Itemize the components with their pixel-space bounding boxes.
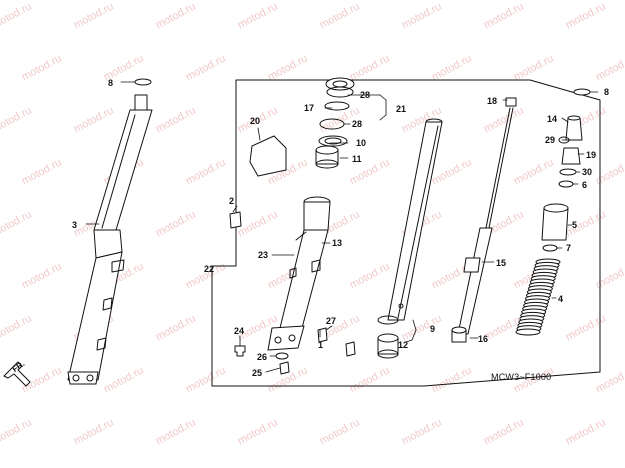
adjuster-icon	[565, 117, 583, 141]
fork-pipe-icon	[387, 118, 443, 321]
dust-guard-icon	[249, 135, 287, 177]
fork-spring-icon	[515, 258, 561, 336]
lock-nut-icon	[505, 97, 517, 107]
callout-13: 13	[332, 238, 342, 248]
callout-24: 24	[234, 326, 244, 336]
callout-23: 23	[258, 250, 268, 260]
spring-coil	[515, 328, 541, 336]
callout-26: 26	[257, 352, 267, 362]
stopper-ring-icon	[324, 101, 350, 111]
callout-17: 17	[304, 103, 314, 113]
callout-20: 20	[250, 116, 260, 126]
fork-bolt-icon	[561, 147, 581, 165]
callout-11: 11	[352, 154, 362, 164]
callout-4: 4	[558, 294, 563, 304]
callout-15: 15	[496, 258, 506, 268]
oil-seal-small-icon-left	[134, 78, 152, 86]
spring-collar-icon	[541, 207, 569, 241]
front-arrow-icon	[3, 361, 31, 387]
callout-18: 18	[487, 96, 497, 106]
callout-16: 16	[478, 334, 488, 344]
oil-seal-small-icon-right	[573, 88, 591, 96]
spring-seat-icon	[558, 180, 574, 188]
callout-21: 21	[396, 104, 406, 114]
callout-27: 27	[326, 316, 336, 326]
bottom-case-icon	[267, 196, 331, 351]
fork-assembly-left-icon	[67, 94, 153, 385]
callout-2: 2	[229, 196, 234, 206]
callout-5: 5	[572, 220, 577, 230]
callout-28b: 28	[352, 119, 362, 129]
damper-rod-icon	[457, 107, 514, 335]
callout-28: 28	[360, 90, 370, 100]
callout-8-right: 8	[604, 87, 609, 97]
drain-bolt-icon	[279, 361, 290, 375]
callout-3: 3	[72, 220, 77, 230]
oil-seal-icon	[325, 77, 355, 91]
sealing-washer-icon	[275, 352, 289, 360]
diagram-code: MCW3~F1000	[491, 372, 552, 382]
back-up-ring-icon	[318, 135, 348, 147]
callout-19: 19	[586, 150, 596, 160]
callout-12: 12	[398, 340, 408, 350]
callout-22: 22	[204, 264, 214, 274]
callout-1: 1	[318, 340, 323, 350]
callout-30: 30	[582, 167, 592, 177]
callout-7: 7	[566, 243, 571, 253]
callout-6: 6	[582, 180, 587, 190]
callout-9: 9	[430, 324, 435, 334]
callout-14: 14	[547, 114, 557, 124]
socket-bolt-icon	[234, 345, 246, 357]
spring-washer-icon	[542, 244, 558, 252]
callout-29: 29	[545, 135, 555, 145]
spacer-icon	[229, 211, 242, 229]
washer-icon	[345, 341, 356, 357]
callout-10: 10	[356, 138, 366, 148]
callout-25: 25	[252, 368, 262, 378]
collar-washer-icon	[559, 168, 577, 176]
callout-8-left: 8	[108, 78, 113, 88]
